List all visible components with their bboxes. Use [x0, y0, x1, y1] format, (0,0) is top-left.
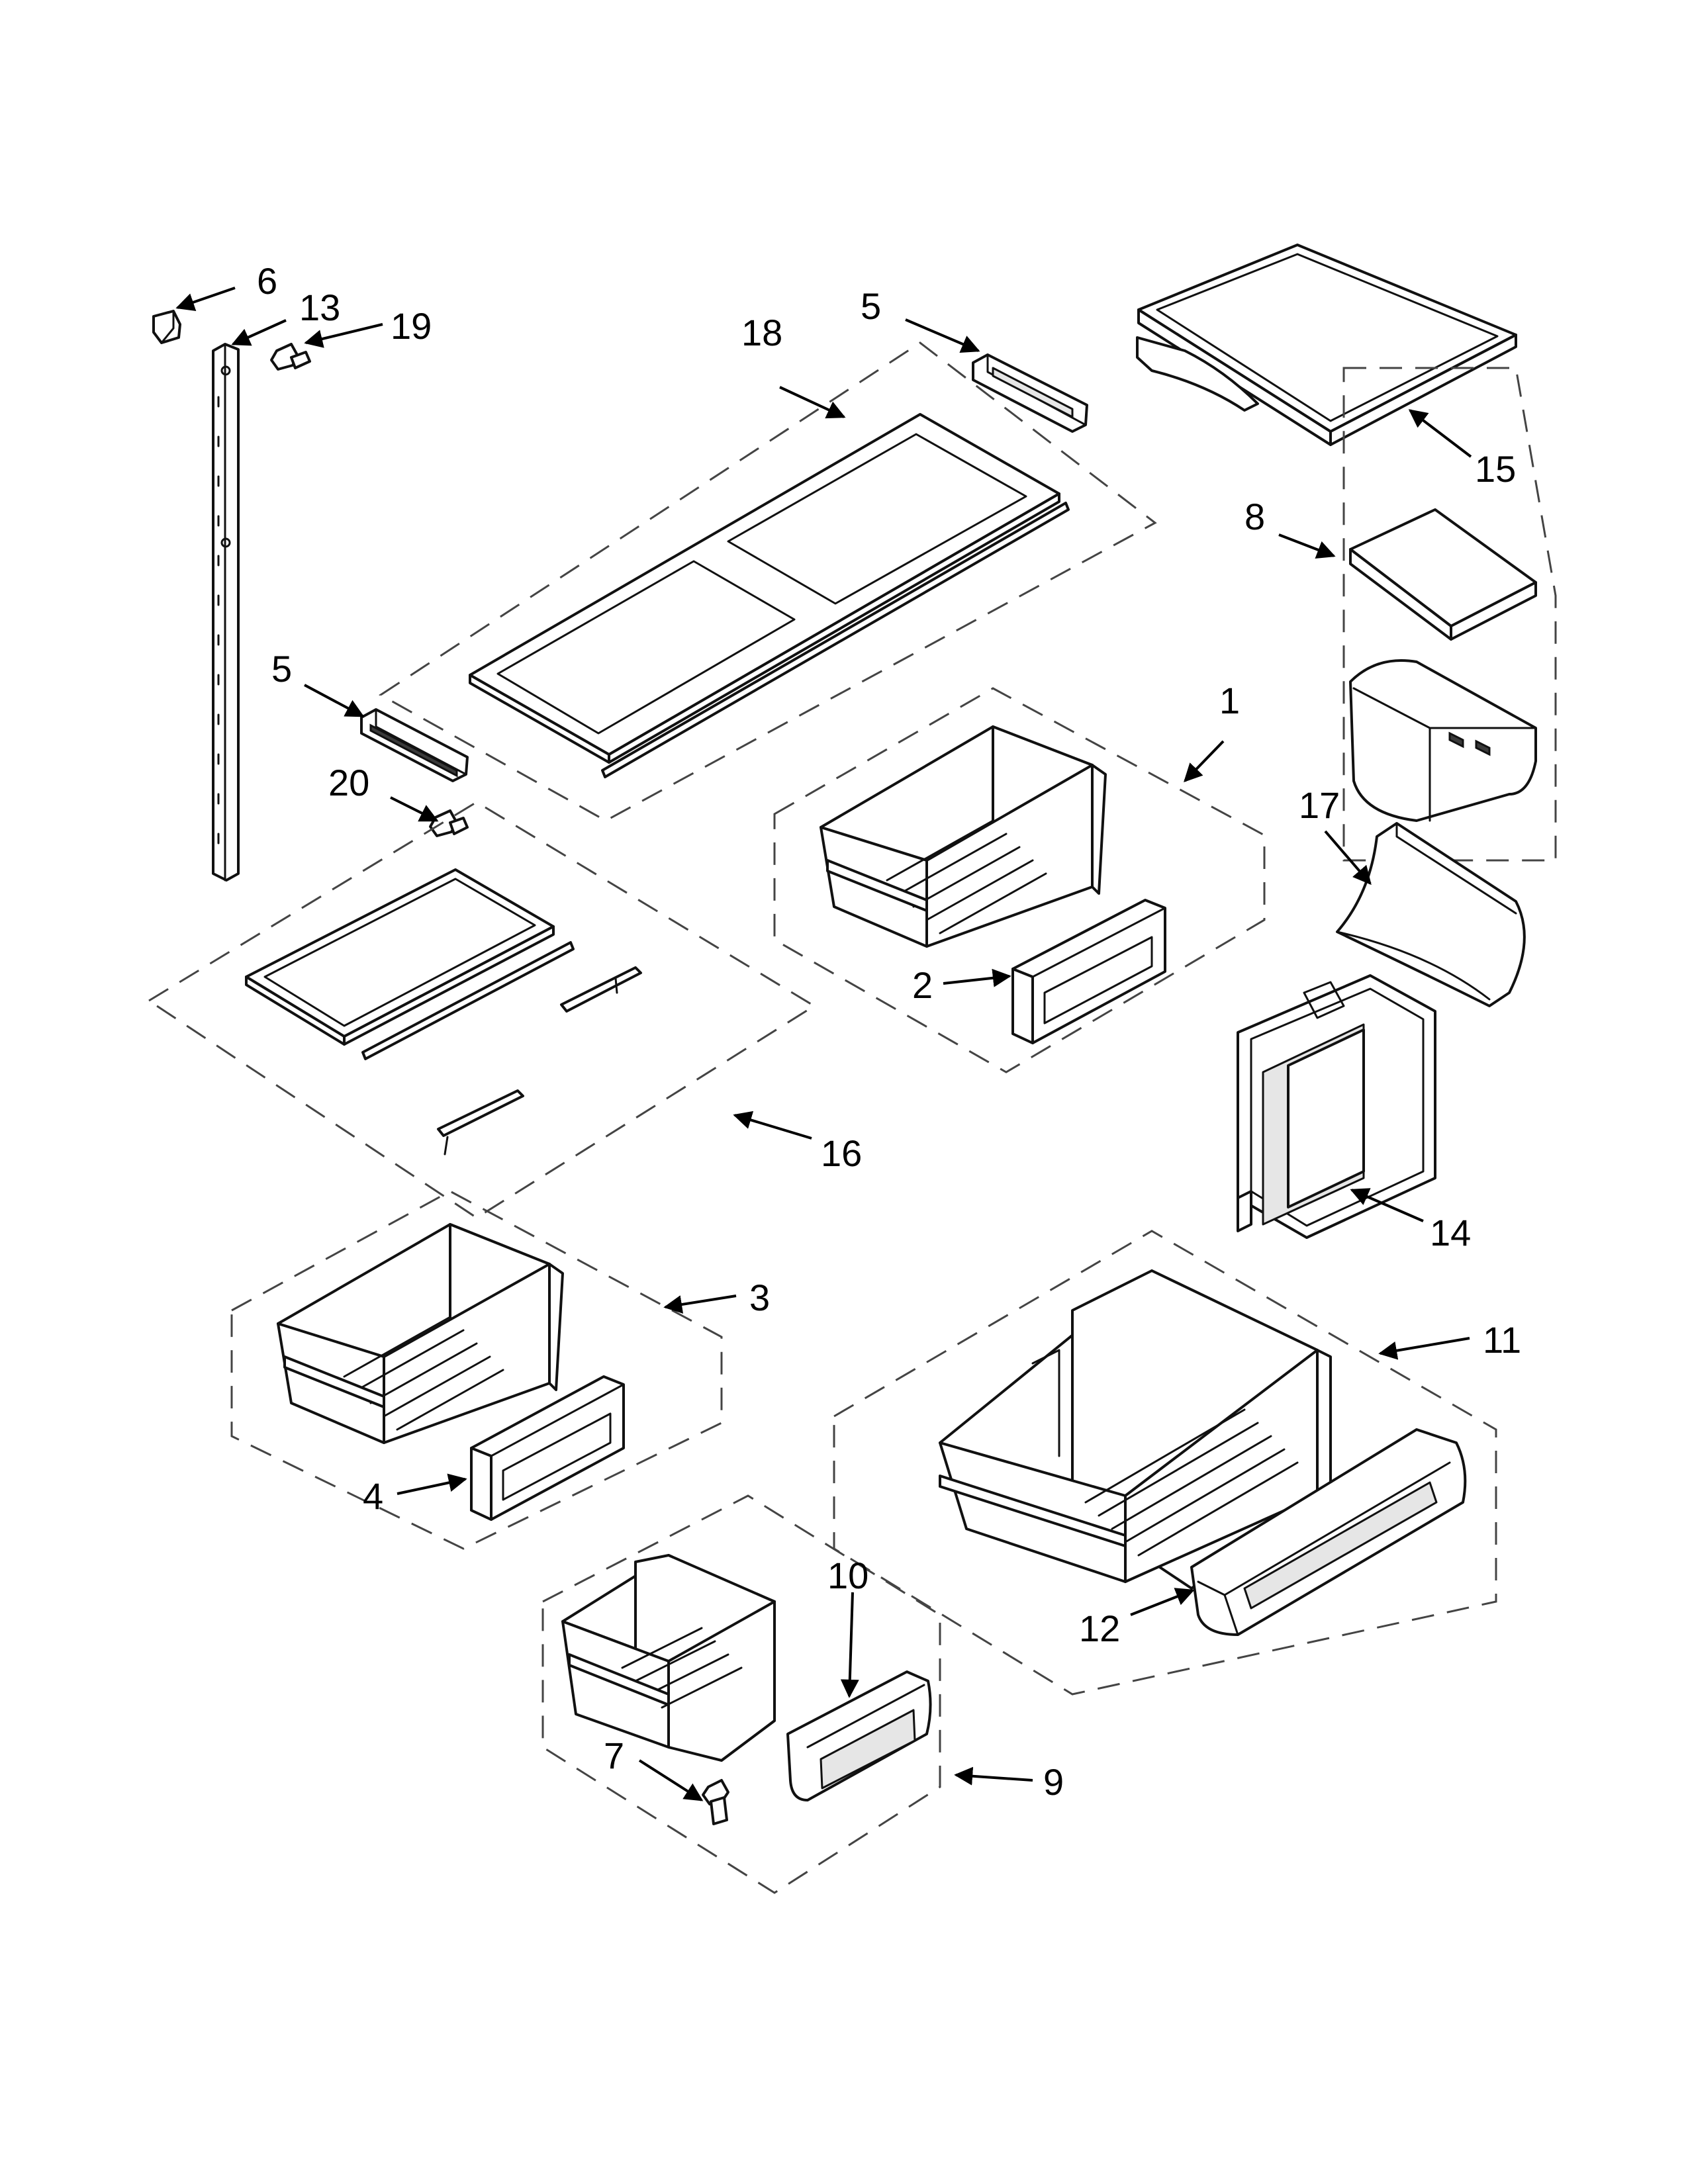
- rail-cap: [152, 310, 181, 344]
- crisper-drawer-3: [230, 1190, 723, 1550]
- callout-14: 14: [1430, 1212, 1471, 1253]
- callout-17: 17: [1299, 784, 1340, 826]
- callout-4: 4: [363, 1475, 383, 1517]
- callout-19: 19: [391, 305, 432, 347]
- glass-shelf-18: [379, 341, 1157, 822]
- screw-19: [270, 343, 311, 371]
- callout-16: 16: [821, 1132, 862, 1174]
- callout-13: 13: [299, 287, 340, 328]
- callout-5a: 5: [861, 285, 881, 327]
- callout-18: 18: [741, 312, 782, 353]
- screw-20: [429, 809, 469, 837]
- callout-2: 2: [912, 964, 933, 1006]
- screw-7: [702, 1779, 729, 1825]
- callout-6: 6: [257, 260, 277, 302]
- callout-7: 7: [604, 1735, 624, 1776]
- callout-12: 12: [1079, 1608, 1120, 1649]
- small-drawer-9: [541, 1494, 941, 1894]
- callout-10: 10: [827, 1555, 868, 1596]
- glass-shelf-15: [1136, 244, 1517, 446]
- shelf-trim-5b: [360, 708, 469, 782]
- callout-9: 9: [1043, 1761, 1064, 1803]
- callout-8: 8: [1244, 496, 1265, 537]
- pan-frame-14: [1237, 974, 1436, 1239]
- divider-17: [1336, 822, 1526, 1007]
- shelf-rail: [212, 343, 240, 882]
- small-drawer-front-10: [786, 1670, 932, 1801]
- callout-1: 1: [1219, 680, 1240, 721]
- callout-5b: 5: [271, 648, 292, 690]
- shelf-trim-5a: [972, 353, 1088, 433]
- deli-drawer-front-12: [1190, 1428, 1467, 1636]
- callout-3: 3: [749, 1277, 770, 1318]
- callout-11: 11: [1483, 1319, 1521, 1361]
- glass-shelf-16: [147, 801, 816, 1219]
- crisper-front-4: [470, 1375, 625, 1521]
- callout-labels: 1 2 3 4 5 5 6 7 8 9 10 11 12 13 14 15 16…: [257, 260, 1521, 1803]
- deli-drawer-11: [833, 1230, 1497, 1696]
- crisper-front-2: [1011, 899, 1166, 1044]
- crisper-drawer-1: [773, 687, 1266, 1073]
- dairy-bin-8: [1342, 367, 1557, 862]
- callout-20: 20: [328, 762, 369, 803]
- callout-15: 15: [1475, 448, 1516, 490]
- leader-arrows: [175, 287, 1472, 1801]
